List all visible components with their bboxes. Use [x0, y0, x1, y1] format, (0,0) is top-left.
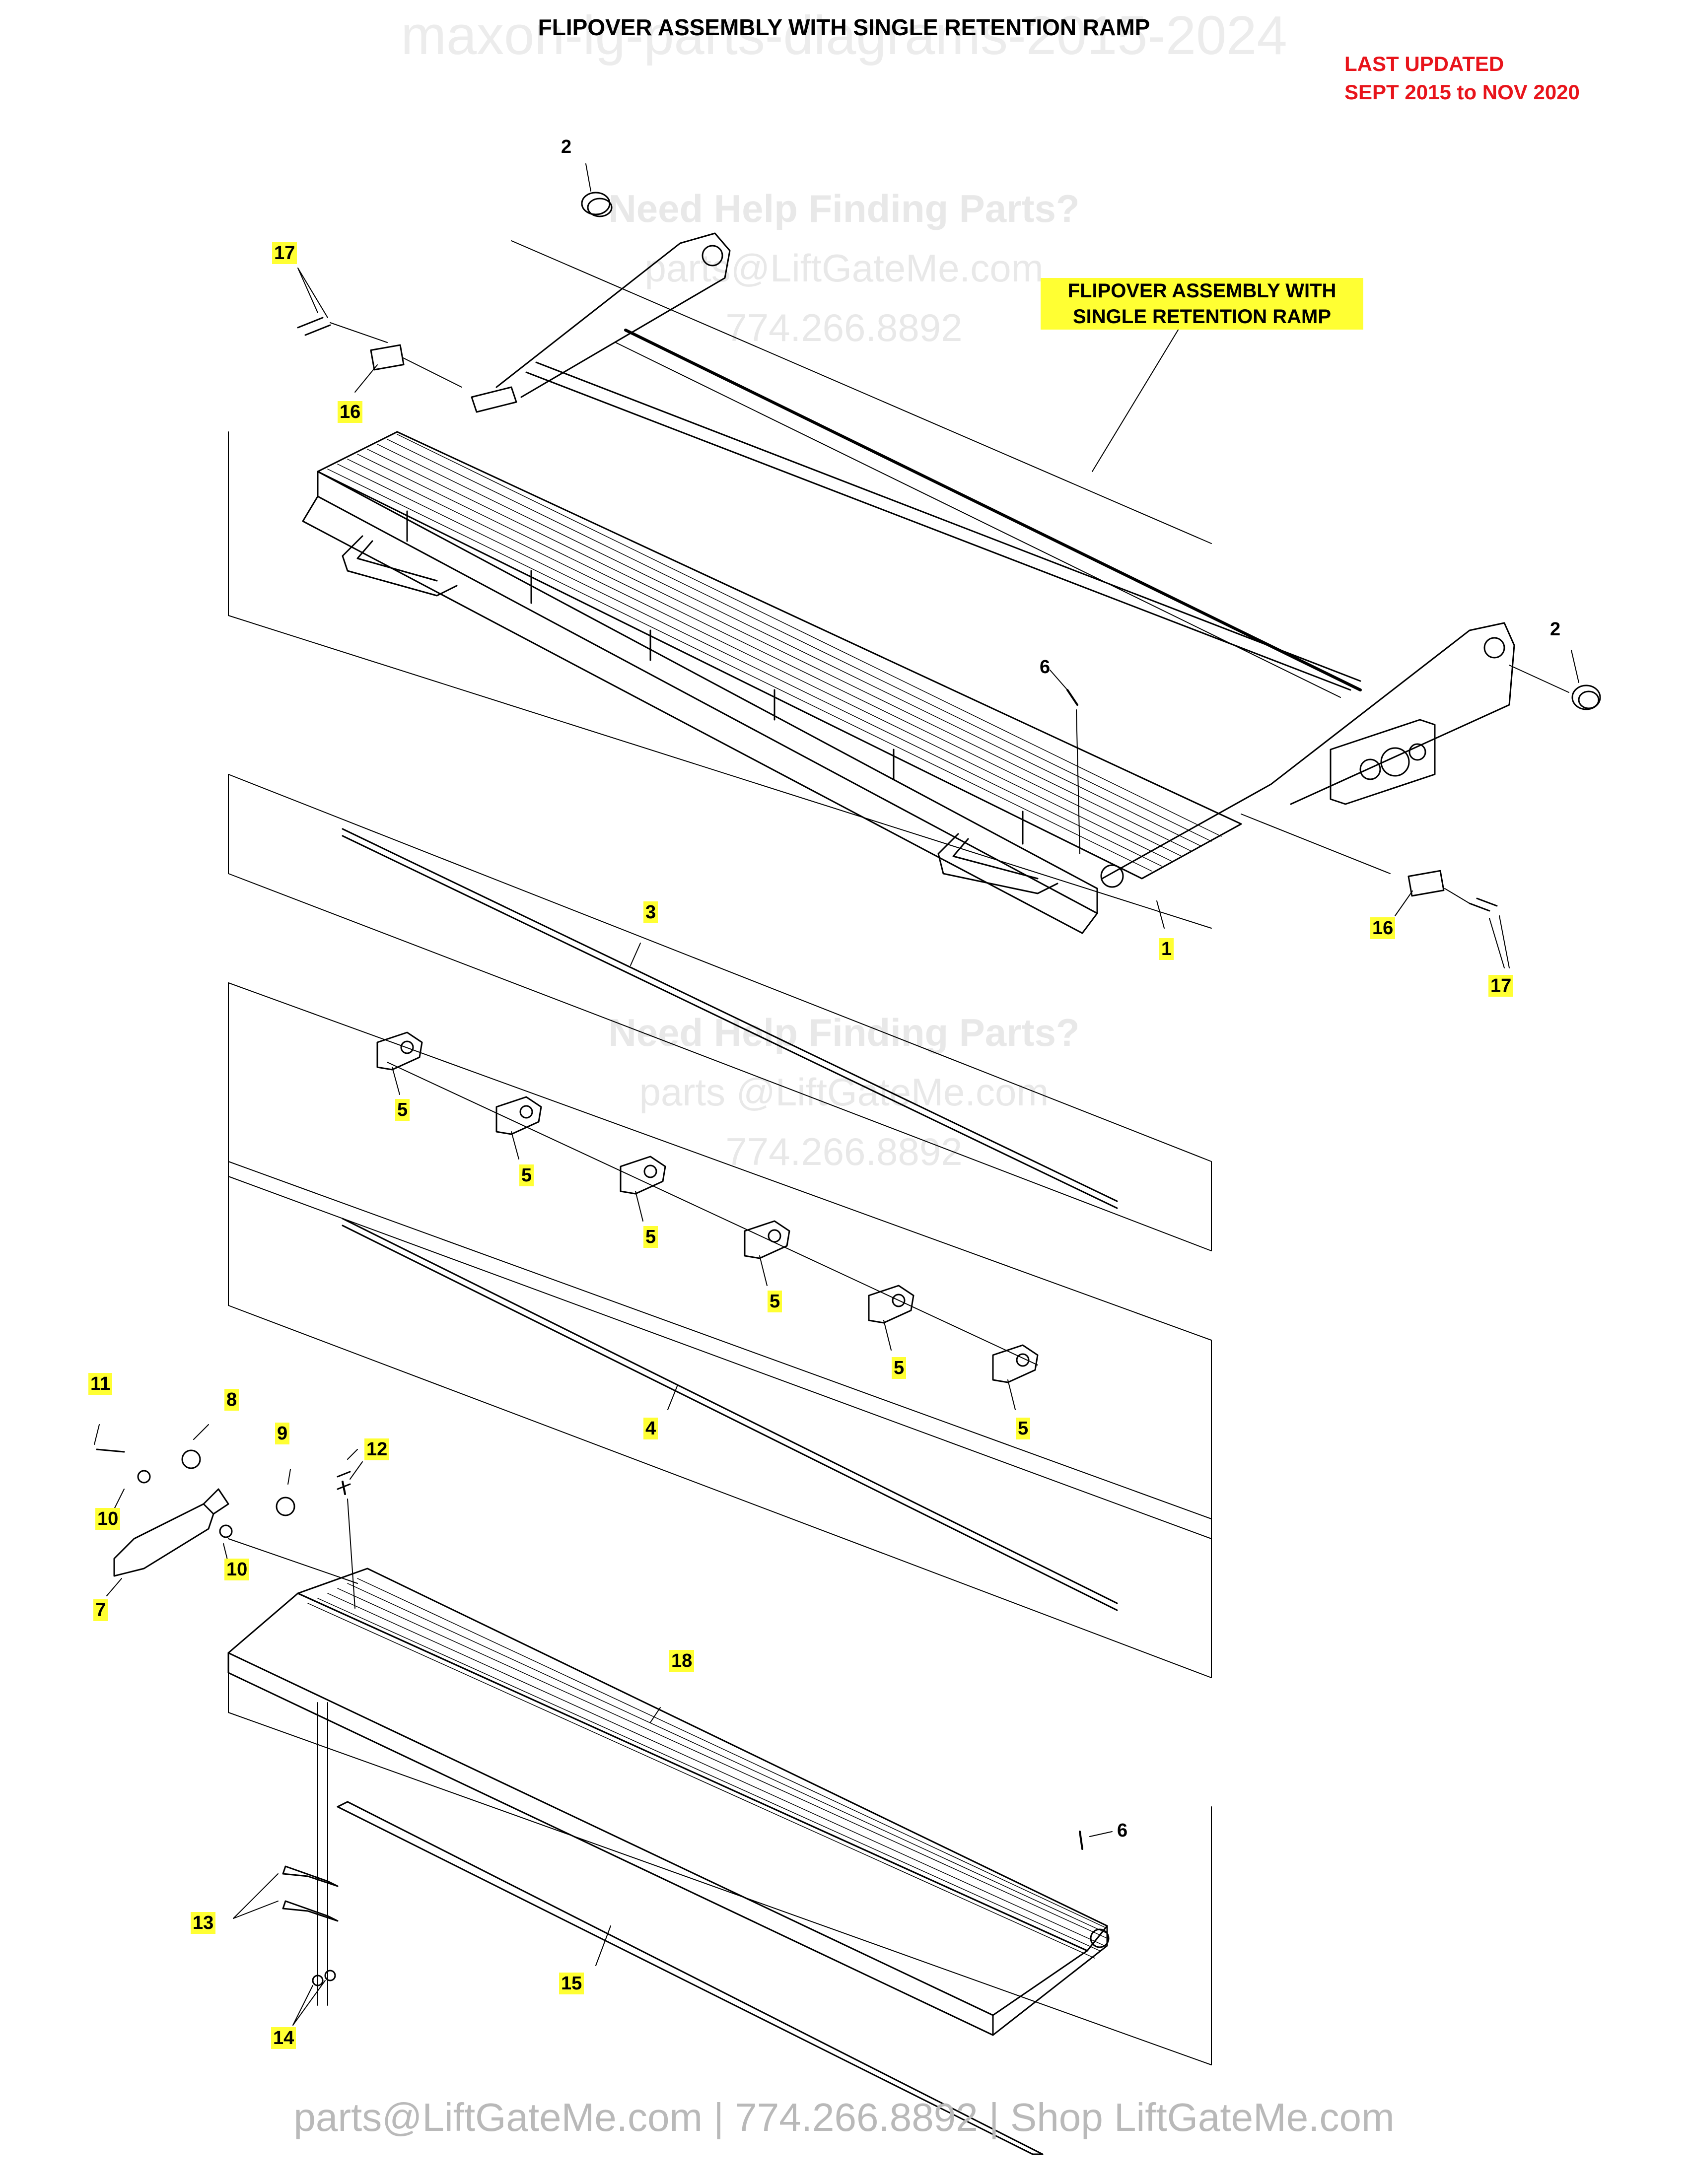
hinge-shaft-3	[228, 774, 1212, 1251]
retention-ramp	[227, 1568, 1212, 2065]
part-label-5: 5	[519, 1164, 534, 1186]
part-label-16: 16	[1370, 917, 1396, 939]
part-label-14: 14	[271, 2027, 296, 2049]
part-label-9: 9	[275, 1423, 290, 1444]
part-label-11: 11	[88, 1373, 113, 1395]
callout-line-1: FLIPOVER ASSEMBLY WITH	[1067, 280, 1336, 302]
help-email: parts@LiftGateMe.com	[644, 246, 1044, 290]
help-heading: Need Help Finding Parts?	[608, 1011, 1080, 1054]
background-watermark: maxon-lg-parts-diagrams-2015-2024	[401, 5, 1287, 66]
contact-footer: parts@LiftGateMe.com | 774.266.8892 | Sh…	[293, 2095, 1395, 2139]
help-phone: 774.266.8892	[725, 1130, 963, 1173]
part-label-5: 5	[395, 1099, 410, 1121]
roll-pin-upper	[1050, 670, 1080, 854]
retainer-strip	[337, 1801, 1044, 2155]
part-label-5: 5	[1016, 1418, 1031, 1439]
part-label-16: 16	[338, 401, 363, 423]
part-label-2: 2	[561, 136, 572, 157]
part-label-8: 8	[224, 1389, 239, 1411]
help-phone: 774.266.8892	[725, 306, 963, 349]
part-label-17: 17	[1488, 975, 1514, 997]
part-label-12: 12	[364, 1438, 390, 1460]
part-label-10: 10	[95, 1508, 121, 1530]
part-label-7: 7	[93, 1599, 108, 1621]
help-watermark-top: Need Help Finding Parts? parts@LiftGateM…	[546, 179, 1142, 357]
part-label-4: 4	[643, 1418, 658, 1439]
part-label-6: 6	[1117, 1820, 1128, 1841]
bushing-left	[581, 163, 613, 217]
roll-pin-12	[342, 1481, 346, 1495]
roll-pin-lower	[1079, 1831, 1113, 1850]
page-title: FLIPOVER ASSEMBLY WITH SINGLE RETENTION …	[538, 14, 1150, 40]
part-label-2: 2	[1550, 619, 1561, 640]
brackets	[233, 1702, 339, 2006]
part-label-17: 17	[272, 242, 297, 264]
last-updated-note: LAST UPDATED SEPT 2015 to NOV 2020	[1344, 50, 1580, 106]
part-label-18: 18	[669, 1650, 695, 1672]
bushing-right	[1509, 650, 1601, 710]
screws-right	[1241, 814, 1510, 968]
part-label-5: 5	[768, 1291, 782, 1312]
flipover-platform	[228, 232, 1515, 934]
hinge-shaft-4	[228, 1161, 1212, 1678]
part-label-1: 1	[1159, 938, 1174, 960]
screws-lower	[292, 1970, 336, 2026]
part-label-10: 10	[224, 1559, 250, 1580]
part-label-6: 6	[1040, 657, 1051, 678]
last-updated-label: LAST UPDATED	[1344, 52, 1504, 75]
arm-assembly	[94, 1424, 358, 1596]
callout-line-2: SINGLE RETENTION RAMP	[1072, 306, 1332, 328]
part-label-3: 3	[643, 901, 658, 923]
part-label-5: 5	[892, 1357, 907, 1379]
help-watermark-middle: Need Help Finding Parts? parts @LiftGate…	[546, 1003, 1142, 1181]
part-label-5: 5	[643, 1226, 658, 1248]
help-heading: Need Help Finding Parts?	[608, 187, 1080, 230]
part-label-15: 15	[559, 1973, 584, 1994]
hinge-blocks	[376, 1031, 1039, 1410]
last-updated-range: SEPT 2015 to NOV 2020	[1344, 80, 1580, 104]
part-label-13: 13	[191, 1912, 216, 1934]
assembly-callout: FLIPOVER ASSEMBLY WITH SINGLE RETENTION …	[1041, 278, 1363, 330]
screws-left	[297, 268, 462, 393]
